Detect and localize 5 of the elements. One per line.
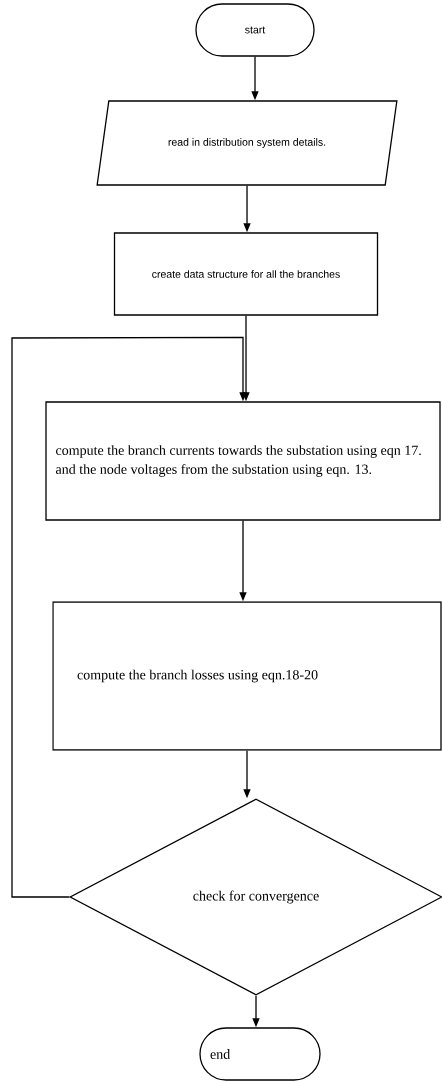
arrow (11, 336, 247, 898)
input-parallelogram: read in distribution system details. (96, 100, 398, 186)
process-box: compute the branch currents towards the substation using eqn 17. and the node voltages from the substation using eqn. 13. (45, 401, 441, 521)
process-box: compute the branch losses using eqn.18-20 (52, 601, 442, 751)
process-box: create data structure for all the branches (113, 232, 379, 316)
